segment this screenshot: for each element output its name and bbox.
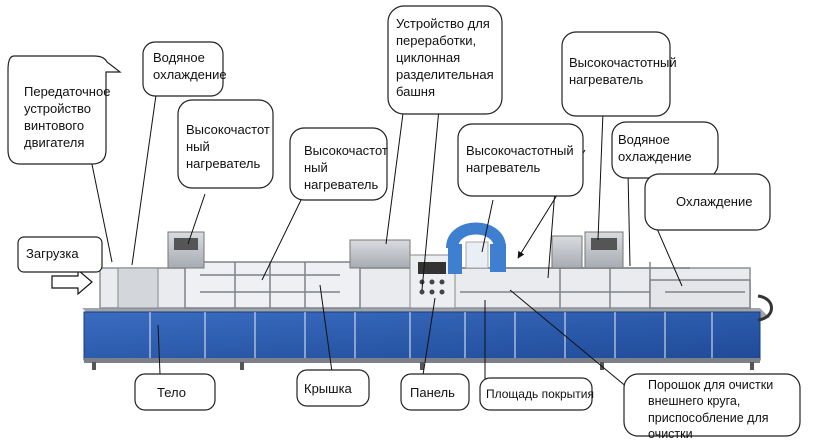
cyclone-tower	[349, 222, 506, 309]
callout-bubbles	[7, 5, 801, 437]
return-arrow-icon	[757, 294, 773, 322]
label-powder-cleaning: Порошок для очистки внешнего круга, прис…	[648, 378, 774, 441]
leader-lines	[86, 87, 683, 389]
label-cyclone-tower: Устройство для переработки, циклонная ра…	[396, 16, 494, 99]
label-hf-heater-3: Высокочастотный нагреватель	[466, 143, 574, 175]
label-water-cooling-left: Водяное охлаждение	[153, 50, 227, 82]
label-panel: Панель	[410, 385, 455, 400]
machine-base	[82, 308, 770, 370]
label-transfer-device: Передаточное устройство винтового двигат…	[24, 84, 111, 150]
loading-arrow	[51, 268, 93, 296]
label-cooling: Охлаждение	[676, 194, 753, 209]
label-hf-heater-4: Высокочастотный нагреватель	[569, 55, 677, 87]
label-body: Тело	[157, 385, 186, 400]
label-lid: Крышка	[304, 381, 352, 396]
label-coating-area: Площадь покрытия	[486, 387, 594, 401]
label-loading: Загрузка	[26, 246, 79, 261]
label-water-cooling-right: Водяное охлаждение	[618, 132, 692, 164]
hf-heater-units	[117, 231, 624, 309]
label-hf-heater-2: Высокочастот ный нагреватель	[304, 143, 388, 192]
label-hf-heater-1: Высокочастот ный нагреватель	[186, 122, 270, 171]
